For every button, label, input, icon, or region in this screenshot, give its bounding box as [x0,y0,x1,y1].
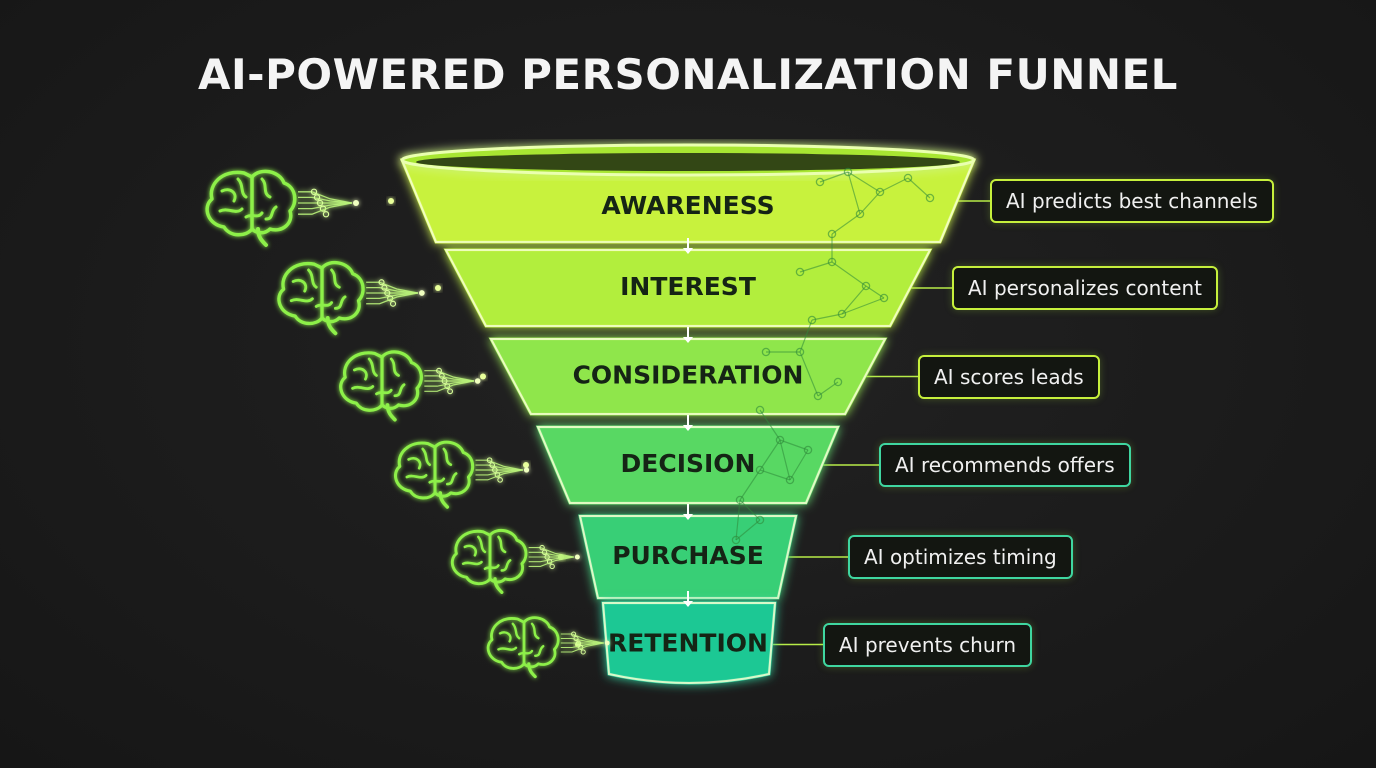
callout-interest: AI personalizes content [952,266,1219,310]
callout-decision: AI recommends offers [879,443,1131,487]
network-node [813,391,823,401]
arrow-down-icon-head [683,514,693,520]
network-edge [799,261,833,273]
connector-node [480,373,486,380]
network-edge [759,409,781,441]
network-edge [779,439,791,481]
network-edge [819,171,849,183]
network-node [795,347,805,357]
network-edge [735,499,741,541]
stage-label-consideration: CONSIDERATION [573,361,804,390]
network-node [861,281,871,291]
funnel-segment-outline [489,338,887,415]
network-node [795,267,805,277]
stage-label-awareness: AWARENESS [601,191,774,220]
arrow-down-icon-head [683,337,693,343]
network-edge [879,177,909,193]
network-edge [739,499,761,521]
network-pattern [731,167,935,545]
network-node [925,193,935,203]
network-node [837,309,847,319]
network-edge [759,439,781,471]
connector-node [435,285,441,291]
network-node [827,229,837,239]
network-node [875,187,885,197]
page-title: AI-POWERED PERSONALIZATION FUNNEL [198,50,1178,99]
callout-retention: AI prevents churn [823,622,1033,667]
callout-purchase: AI optimizes timing [848,535,1073,579]
brain-circuit-icon [450,528,580,594]
network-node [903,173,913,183]
connector-layer [322,198,990,648]
arrow-down-icon-head [683,601,693,607]
network-node [735,495,745,505]
funnel-rim-inner [416,153,960,171]
network-edge [811,313,843,321]
network-edge [859,191,881,215]
funnel-segment-outline [578,515,798,599]
network-edge [847,171,861,215]
network-edge [789,449,809,481]
brain-circuit-icon [339,350,481,422]
network-edge [847,171,881,193]
callout-awareness: AI predicts best channels [990,179,1274,223]
funnel-segment-outline [536,426,840,504]
network-node [843,167,853,177]
flow-arrows [683,238,693,607]
network-node [815,177,825,187]
network-edge [799,351,819,397]
arrow-down-icon-head [683,425,693,431]
network-node [879,293,889,303]
brain-circuit-icon [486,616,610,679]
funnel-segment-outline [601,602,777,684]
connector-node [523,462,529,468]
network-node [827,257,837,267]
network-node [855,209,865,219]
network-node [755,515,765,525]
network-edge [779,439,809,451]
network-node [755,465,765,475]
stage-label-retention: RETENTION [608,629,768,658]
network-node [775,435,785,445]
arrow-down-icon-head [683,248,693,254]
stage-label-interest: INTEREST [620,272,756,301]
network-edge [799,319,813,353]
network-edge [831,213,861,235]
network-node [807,315,817,325]
brain-circuit-icon [394,440,530,509]
network-edge [759,469,791,481]
network-node [785,475,795,485]
brain-circuit-icon [205,169,359,247]
stage-label-purchase: PURCHASE [612,541,764,570]
network-edge [841,297,885,315]
stage-label-decision: DECISION [621,449,756,478]
network-node [761,347,771,357]
network-edge [831,261,867,287]
funnel-segments: AWARENESS INTEREST CONSIDERATION DECISION PU… [399,143,977,685]
network-node [731,535,741,545]
network-node [755,405,765,415]
network-edge [735,519,761,541]
network-node [803,445,813,455]
funnel-segment-outline [444,249,932,327]
network-node [833,377,843,387]
network-edge [739,469,761,501]
network-edge [841,285,867,315]
brain-icons [205,169,610,679]
brain-circuit-icon [277,260,425,336]
network-edge [907,177,931,199]
connector-node [388,198,394,204]
callout-consideration: AI scores leads [918,354,1100,399]
